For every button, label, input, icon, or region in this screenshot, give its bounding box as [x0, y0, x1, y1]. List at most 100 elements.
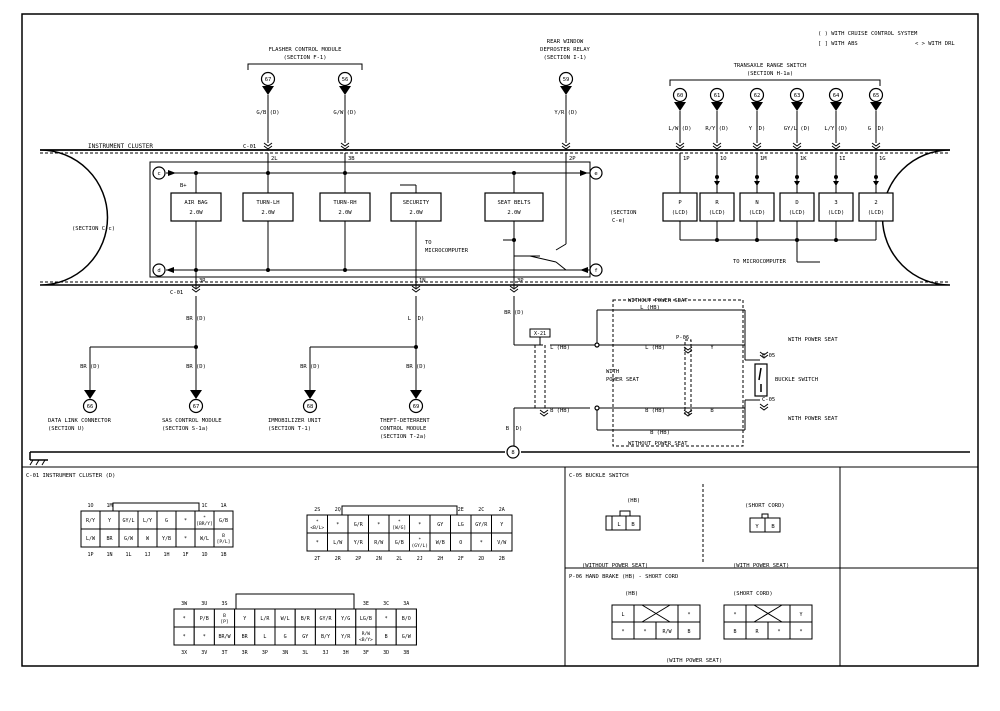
c05-without-label: (WITHOUT POWER SEAT) — [582, 563, 648, 569]
connector-c01-1-pin: Y/B — [162, 536, 171, 542]
indicator-0-name: AIR BAG — [184, 200, 207, 206]
p06-panel-title: P-06 HAND BRAKE (HB) - SHORT CORD — [569, 574, 678, 580]
connector-c01-1-bottom-label: 1J — [144, 552, 150, 558]
c05-short-label: (SHORT CORD) — [745, 503, 785, 509]
p06-hb-connector-pin: L — [621, 612, 624, 618]
connector-c01-2-bottom-label: 2B — [499, 556, 505, 562]
bottom-module-2-name: SAS CONTROL MODULE — [162, 418, 222, 424]
circle-c — [152, 166, 166, 180]
connector-c01-3-top-label: 3A — [403, 601, 409, 607]
p06-short-connector-pin: Y — [799, 612, 802, 618]
connector-c01-2-pin: V/W — [497, 540, 507, 546]
p06-hb-connector-pin: * — [621, 629, 624, 635]
top-ref-59-circle — [558, 71, 574, 87]
connector-c01-3-pin: B — [385, 634, 388, 640]
connector-c01-2-pin: L/W — [333, 540, 343, 546]
lcd-1-letter: R — [715, 200, 719, 206]
outer-frame — [21, 13, 979, 667]
top-pin-1K: 1K — [800, 156, 807, 162]
connector-c01-3-pin: Y/R — [341, 634, 351, 640]
connector-c01-3-bottom-label: 3N — [282, 650, 288, 656]
with-power-seat-2: POWER SEAT — [606, 377, 640, 383]
connector-c01-2-pin: * — [377, 522, 380, 528]
top-ref-64-circle — [828, 87, 844, 103]
transaxle-section: (SECTION H-1a) — [747, 71, 793, 77]
connector-c01-2-bottom-label: 2N — [376, 556, 382, 562]
connector-c01-2-top-label: 2S — [314, 507, 320, 513]
with-power-seat-right-bottom: WITH POWER SEAT — [788, 416, 838, 422]
seat-wire-3: Y — [710, 345, 714, 351]
bottom-module-3-name: IMMOBILIZER UNIT — [268, 418, 322, 424]
connector-c01-2-pin: GY — [437, 522, 443, 528]
flasher-module-section: (SECTION F-1) — [283, 55, 326, 61]
instrument-cluster-outline — [39, 149, 951, 286]
p06-short-connector-pin: B — [733, 629, 736, 635]
lcd-3-letter: D — [795, 200, 798, 206]
connector-c01-3-pin: * — [183, 616, 186, 622]
indicator-4-watt: 2.0W — [507, 210, 521, 216]
circle-label-d: d — [157, 268, 160, 274]
c05-panel-title: C-05 BUCKLE SWITCH — [569, 473, 629, 479]
top-ref-60: 60 — [677, 93, 684, 99]
bottom-module-4-sub: CONTROL MODULE — [380, 426, 426, 432]
connector-c01-2-pin: GY/R — [475, 522, 488, 528]
connector-c01-3-top-label: 3S — [221, 601, 227, 607]
bottom-ref-0-circle — [82, 398, 98, 414]
connector-c01-2-pin: * — [418, 522, 421, 528]
connector-c01-2-bottom-label: 2H — [437, 556, 443, 562]
bottom-ref-3-arrow — [410, 390, 422, 399]
section-right-1: (SECTION — [610, 210, 637, 216]
connector-c01-1-pin: W/L — [200, 536, 209, 542]
top-ref-67-arrow — [262, 86, 274, 95]
bottom-pin-3R: 3R — [199, 278, 206, 284]
connector-c01-1-pin: W — [146, 536, 150, 542]
connector-c01-2-bottom-label: 2L — [396, 556, 402, 562]
legend-cruise: ( ) WITH CRUISE CONTROL SYSTEM — [818, 31, 918, 37]
connector-c01-3-bottom-label: 3H — [343, 650, 349, 656]
connector-c01-2-bottom-label: 2R — [335, 556, 342, 562]
connector-c01-1-pin: [BR/Y] — [196, 521, 213, 527]
p06-short-connector-pin: * — [777, 629, 780, 635]
connector-c01-2-pin: Y — [500, 522, 503, 528]
connector-c01-1-bottom-label: 1L — [125, 552, 131, 558]
connector-c01-3-pin: * — [385, 616, 388, 622]
connector-c01-3-bottom-label: 3V — [201, 650, 207, 656]
c05-short-pin-2: B — [771, 524, 775, 530]
connector-c01-2-pin: (GY/L) — [411, 543, 428, 549]
connector-c01-2-pin: * — [316, 519, 319, 525]
top-pin-1O: 1O — [720, 156, 727, 162]
connector-c01-1-pin: G — [165, 518, 168, 524]
ground-ref: 8 — [511, 450, 514, 456]
connector-c01-3-pin: * — [183, 634, 186, 640]
connector-c01-2-cell — [491, 532, 513, 552]
connector-c01-1-pin: R/Y — [86, 518, 95, 524]
top-pin-1I: 1I — [839, 156, 846, 162]
connector-c01-3-bottom-label: 3T — [221, 650, 227, 656]
top-ref-60-circle — [672, 87, 688, 103]
connector-c01-1-pin: G/B — [219, 518, 228, 524]
lcd-0-letter: P — [678, 200, 682, 206]
seat-wire-4: B (HB) — [550, 408, 570, 414]
connector-c01-2-pin: * — [480, 540, 483, 546]
connector-c01-2-pin: * — [336, 522, 339, 528]
connector-c01-2-bottom-label: 2J — [417, 556, 423, 562]
p06-short-connector-pin: * — [733, 612, 736, 618]
indicator-4 — [484, 192, 544, 222]
top-wire-6: GY/L (D) — [784, 126, 811, 132]
defroster-title-1: REAR WINDOW — [547, 39, 584, 45]
connector-c01-2-pin: Y/R — [354, 540, 364, 546]
top-pin-1P: 1P — [683, 156, 690, 162]
connector-c01-2-pin: W/B — [436, 540, 445, 546]
bottom-ref-3-circle — [408, 398, 424, 414]
with-power-seat-right-top: WITH POWER SEAT — [788, 337, 838, 343]
connector-c01-1-pin: [P/L] — [217, 539, 231, 545]
connector-c01-2-bottom-label: 2F — [458, 556, 464, 562]
lcd-1-type: (LCD) — [709, 210, 726, 216]
indicator-3-watt: 2.0W — [409, 210, 423, 216]
defroster-section: (SECTION I-1) — [543, 55, 586, 61]
top-ref-56: 56 — [342, 77, 349, 83]
connector-c01-3-bottom-label: 3D — [383, 650, 389, 656]
bottom-wire-2: L (D) — [408, 316, 425, 322]
seat-wire-5: B (HB) — [645, 408, 665, 414]
